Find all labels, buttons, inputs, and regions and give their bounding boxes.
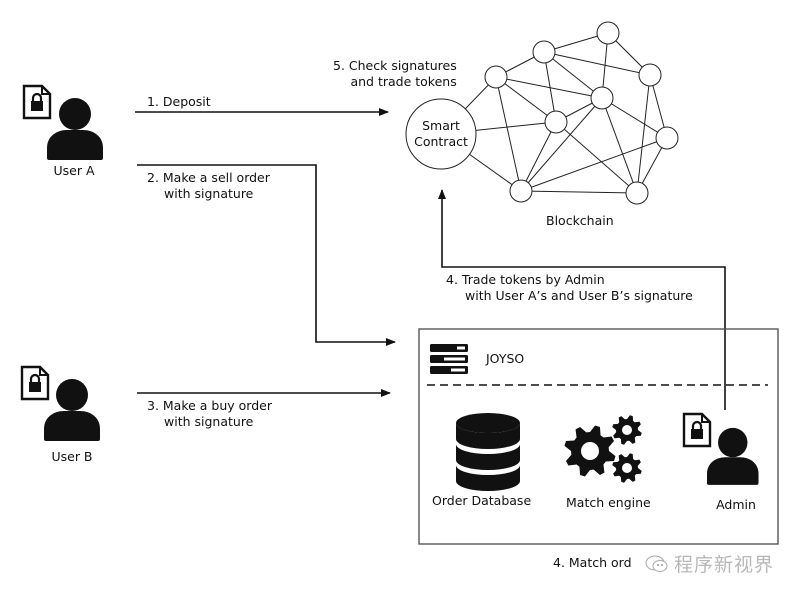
network-node: [544, 110, 568, 134]
user-a-label: User A: [53, 163, 95, 178]
admin-label: Admin: [716, 497, 756, 512]
step-check-signatures-line1: 5. Check signatures: [333, 58, 457, 73]
user-a-document-icon: [22, 84, 52, 120]
admin-trade-arrow: [438, 189, 726, 410]
gears-icon: [564, 415, 642, 483]
network-node: [655, 126, 679, 150]
network-node: [509, 179, 533, 203]
sell-order-arrow: [137, 164, 396, 346]
network-edge: [520, 137, 668, 192]
wechat-icon: [644, 553, 670, 575]
step-admin-trade-line1: 4. Trade tokens by Admin: [446, 272, 605, 287]
server-stack-icon: [430, 344, 468, 374]
step-match-orders-label: 4. Match ord: [553, 555, 632, 570]
step-sell-order-line2: with signature: [164, 186, 254, 201]
network-edge: [520, 121, 557, 192]
network-edge: [555, 121, 638, 194]
step-admin-trade-label: 4. Trade tokens by Admin with User A’s a…: [446, 272, 693, 304]
gear-hole: [622, 425, 632, 435]
network-node: [484, 65, 508, 89]
smart-contract-line1: Smart: [422, 118, 460, 133]
user-a-icon: [47, 98, 103, 160]
network-node: [532, 40, 556, 64]
network-edge: [601, 97, 638, 194]
watermark-text: 程序新视界: [674, 554, 775, 576]
step-check-signatures-line2: and trade tokens: [350, 74, 457, 89]
gear-hole: [622, 463, 632, 473]
database-icon: [456, 413, 520, 491]
network-edge: [543, 51, 603, 99]
step-check-signatures-label: 5. Check signatures and trade tokens: [333, 58, 457, 90]
network-node: [638, 63, 662, 87]
step-buy-order-label: 3. Make a buy order with signature: [147, 398, 272, 430]
smart-contract-node[interactable]: [405, 98, 477, 170]
network-edge: [520, 97, 603, 192]
network-edge: [495, 76, 557, 123]
user-b-icon: [44, 379, 100, 441]
step-deposit-label: 1. Deposit: [147, 94, 211, 109]
joyso-title: JOYSO: [486, 351, 525, 366]
joyso-box: [418, 328, 779, 545]
network-edge: [636, 74, 651, 194]
step-sell-order-label: 2. Make a sell order with signature: [147, 170, 270, 202]
order-database-label: Order Database: [432, 493, 532, 508]
match-engine-label: Match engine: [566, 495, 651, 510]
network-edge: [543, 51, 651, 76]
network-node: [590, 86, 614, 110]
network-edge: [601, 97, 668, 139]
blockchain-label: Blockchain: [546, 213, 614, 228]
admin-document-icon: [682, 412, 712, 448]
blockchain-nodes: [484, 21, 679, 205]
admin-icon: [707, 427, 759, 485]
smart-contract-label: Smart Contract: [406, 118, 476, 150]
network-edge: [495, 76, 522, 192]
step-admin-trade-line2: with User A’s and User B’s signature: [465, 288, 693, 303]
step-buy-order-line2: with signature: [164, 414, 254, 429]
network-edge: [543, 51, 557, 123]
step-buy-order-line1: 3. Make a buy order: [147, 398, 272, 413]
user-b-label: User B: [51, 449, 93, 464]
gear-hole: [581, 442, 599, 460]
smart-contract-line2: Contract: [414, 134, 468, 149]
network-edge: [495, 76, 603, 99]
network-node: [625, 181, 649, 205]
network-edge: [520, 190, 638, 194]
step-sell-order-line1: 2. Make a sell order: [147, 170, 270, 185]
user-b-document-icon: [20, 365, 50, 401]
network-node: [596, 21, 620, 45]
